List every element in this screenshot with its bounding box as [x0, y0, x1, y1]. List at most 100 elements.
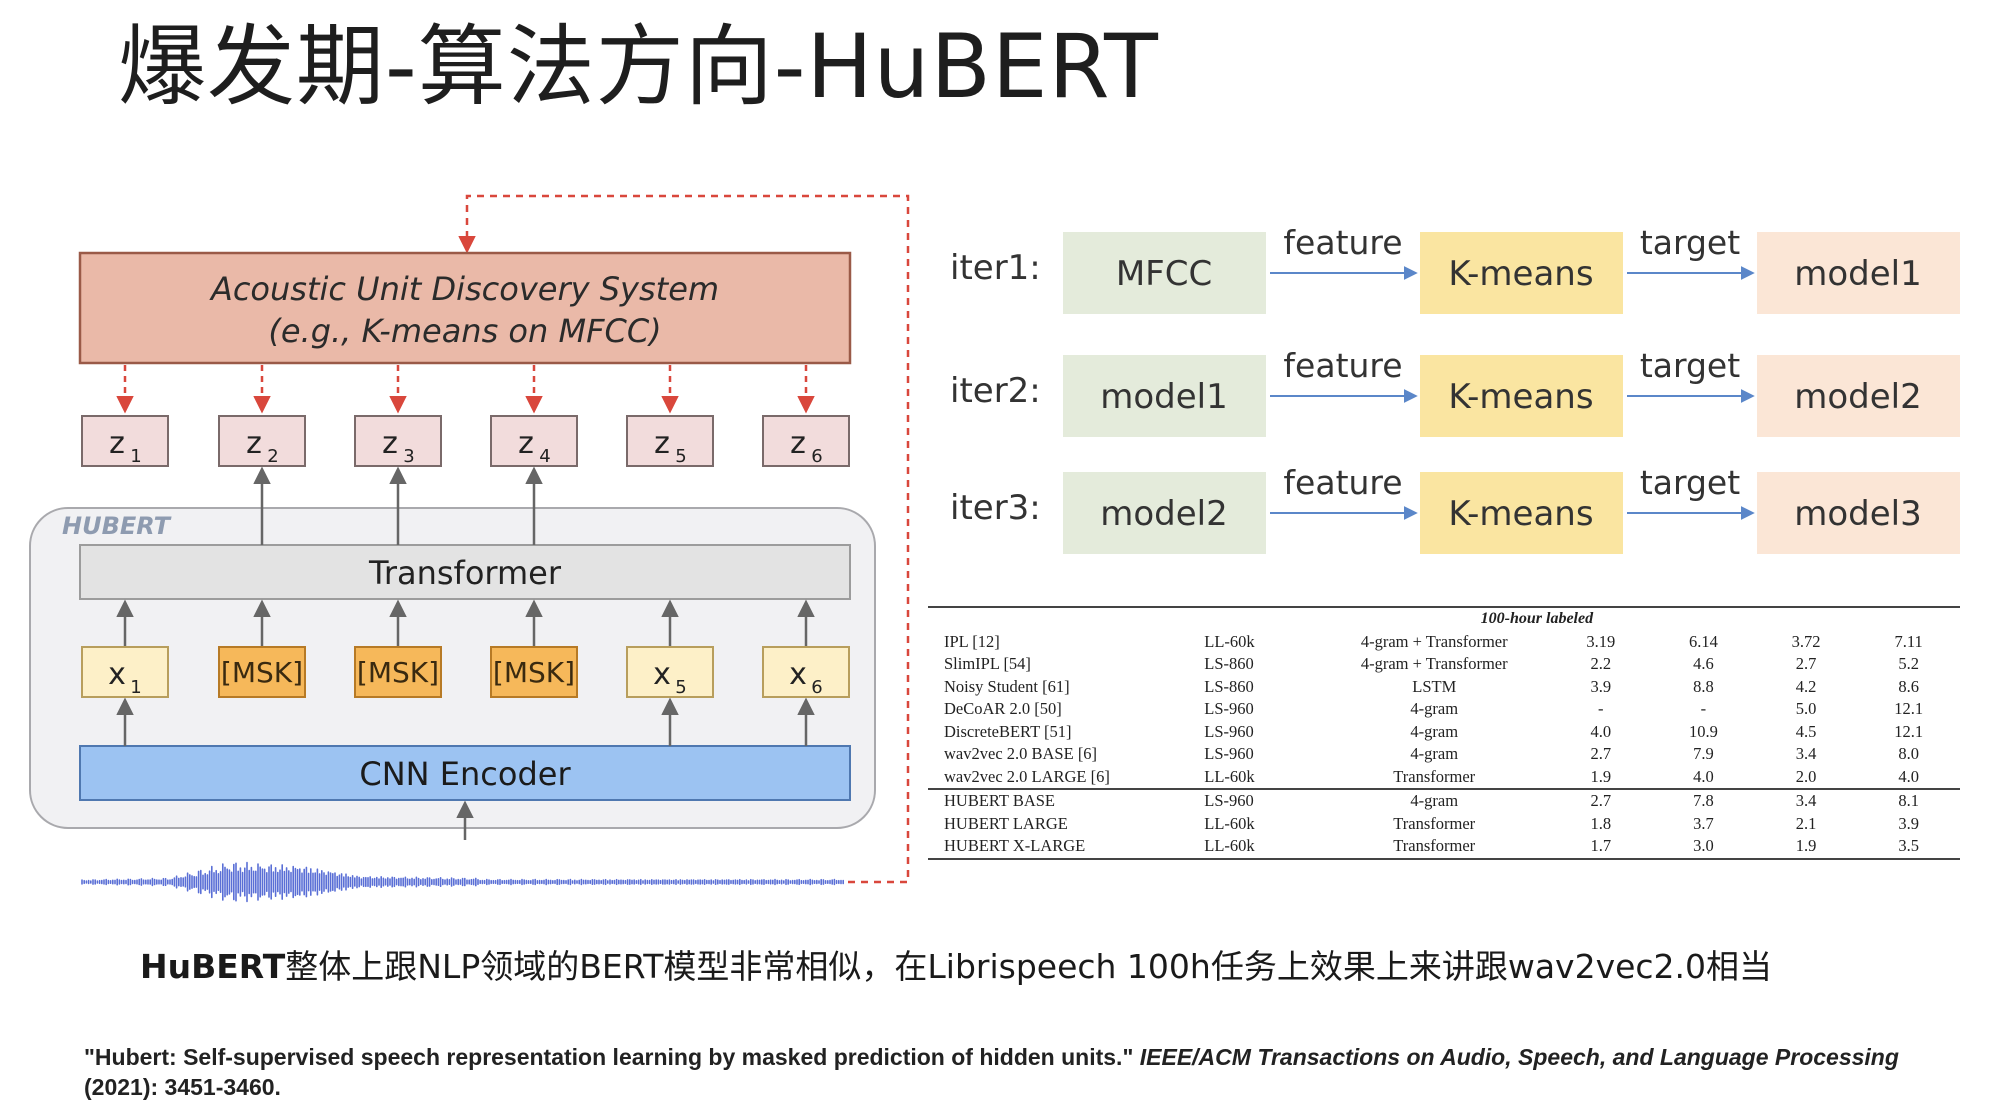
table-cell: LS-960 — [1204, 744, 1254, 763]
table-cell: 1.7 — [1549, 835, 1653, 860]
citation-title: "Hubert: Self-supervised speech represen… — [84, 1044, 1134, 1070]
table-cell: 1.8 — [1590, 813, 1612, 833]
citation-venue: IEEE/ACM Transactions on Audio, Speech, … — [1139, 1044, 1899, 1070]
caption-bold: HuBERT — [140, 947, 286, 986]
table-cell: 4.2 — [1795, 676, 1817, 696]
ads-subtitle: (e.g., K-means on MFCC) — [268, 312, 661, 350]
feature-label: feature — [1283, 346, 1402, 385]
table-cell: LL-60k — [1204, 835, 1320, 860]
table-cell: HUBERT X-LARGE — [928, 835, 1205, 860]
table-cell: 1.9 — [1754, 835, 1858, 860]
source-box — [1063, 355, 1266, 437]
table-cell: 3.4 — [1754, 788, 1858, 813]
target-unit-subscript: 1 — [130, 446, 141, 467]
table-cell: 12.1 — [1894, 699, 1924, 718]
target-unit-subscript: 4 — [539, 446, 550, 467]
table-cell: LS-960 — [1204, 699, 1254, 718]
mask-token-label: [MSK] — [357, 656, 439, 689]
table-cell: Noisy Student [61] — [944, 676, 1070, 696]
feature-label: feature — [1283, 223, 1402, 262]
iteration-pipeline: iter1:MFCCfeatureK-meanstargetmodel1iter… — [950, 223, 1960, 554]
feature-label: feature — [1283, 463, 1402, 502]
transformer-box — [79, 544, 851, 600]
table-cell: 4.6 — [1693, 654, 1714, 673]
table-cell: 8.6 — [1898, 676, 1919, 696]
table-cell: 3.72 — [1791, 631, 1821, 651]
table-cell: 4.0 — [1898, 766, 1919, 786]
table-cell: Transformer — [1319, 835, 1550, 860]
kmeans-label: K-means — [1448, 254, 1593, 294]
table-cell: 4-gram — [1410, 744, 1459, 763]
target-unit-subscript: 2 — [267, 446, 278, 467]
table-cell: LS-960 — [1204, 721, 1254, 741]
kmeans-box — [1420, 355, 1623, 437]
table-cell: 4-gram — [1410, 721, 1459, 741]
table-cell: Transformer — [1393, 813, 1476, 833]
input-token-label: x — [108, 657, 126, 692]
model-label: model2 — [1794, 377, 1922, 417]
table-cell: 4.0 — [1693, 766, 1714, 786]
hubert-architecture-diagram: Acoustic Unit Discovery System (e.g., K-… — [29, 194, 910, 903]
citation-details: (2021): 3451-3460. — [84, 1074, 281, 1100]
table-cell: 2.7 — [1795, 654, 1817, 673]
kmeans-box — [1420, 232, 1623, 314]
iteration-label: iter3: — [950, 488, 1041, 528]
table-header-row: 100-hour labeled — [928, 606, 1960, 631]
model-box — [1757, 472, 1960, 554]
table-cell: 5.2 — [1898, 654, 1919, 673]
table-cell: 2.0 — [1795, 766, 1817, 786]
source-label: MFCC — [1116, 254, 1212, 294]
table-cell: LS-860 — [1204, 654, 1254, 673]
table-cell: LL-60k — [1204, 631, 1255, 651]
input-token-label: x — [653, 657, 671, 692]
waveform-icon — [81, 861, 844, 903]
table-cell: LSTM — [1412, 676, 1457, 696]
target-unit-label: z — [518, 426, 534, 461]
mask-token-2: [MSK] — [218, 646, 306, 698]
table-cell: LS-860 — [1204, 676, 1254, 696]
table-cell: 2.7 — [1549, 788, 1653, 813]
source-label: model2 — [1100, 494, 1228, 534]
table-cell: 7.8 — [1652, 788, 1755, 813]
mask-token-3: [MSK] — [354, 646, 442, 698]
iteration-label: iter1: — [950, 248, 1041, 288]
table-cell: Transformer — [1393, 766, 1476, 786]
table-cell: LL-60k — [1204, 766, 1255, 786]
acoustic-unit-discovery-box: Acoustic Unit Discovery System (e.g., K-… — [78, 251, 852, 365]
input-token-label: x — [789, 657, 807, 692]
table-cell: 3.9 — [1590, 676, 1612, 696]
model-box — [1757, 355, 1960, 437]
table-cell: 2.7 — [1590, 744, 1612, 763]
kmeans-box — [1420, 472, 1623, 554]
table-cell: 3.19 — [1586, 631, 1616, 651]
mask-token-label: [MSK] — [221, 656, 303, 689]
table-cell: 8.8 — [1693, 676, 1714, 696]
table-cell: 1.9 — [1590, 766, 1612, 786]
table-cell: 3.7 — [1693, 813, 1714, 833]
table-cell: 7.11 — [1894, 631, 1923, 651]
table-cell: 4.0 — [1590, 721, 1612, 741]
table-cell: LL-60k — [1204, 813, 1255, 833]
table-cell: SlimIPL [54] — [944, 654, 1031, 673]
target-unit-subscript: 6 — [811, 446, 822, 467]
citation: "Hubert: Self-supervised speech represen… — [84, 1042, 1964, 1102]
table-cell: 3.9 — [1898, 813, 1919, 833]
table-cell: 4-gram + Transformer — [1360, 654, 1508, 673]
target-label: target — [1640, 223, 1740, 262]
table-cell: HUBERT BASE — [928, 788, 1205, 813]
target-unit-subscript: 5 — [675, 446, 686, 467]
